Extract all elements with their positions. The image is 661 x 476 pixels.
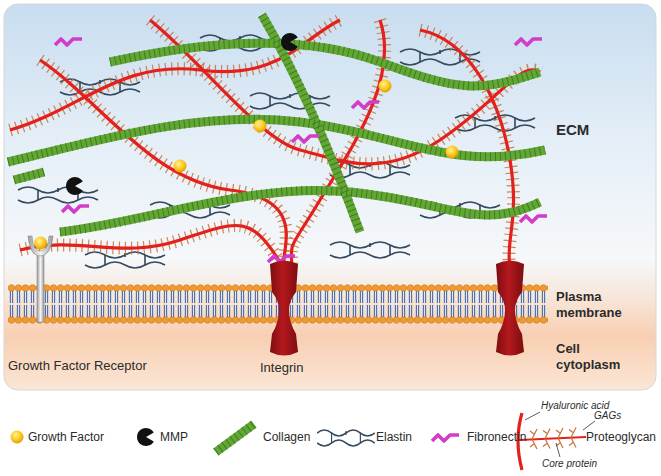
legend-label: Collagen — [263, 430, 310, 444]
annotation-label: GAGs — [594, 410, 621, 422]
part-label: Growth Factor Receptor — [8, 358, 147, 374]
legend-label: Elastin — [376, 430, 412, 444]
legend-label: Fibronectin — [467, 430, 526, 444]
annotation-label: Core protein — [542, 458, 597, 470]
part-label: Integrin — [260, 360, 303, 376]
region-label: Cell cytoplasm — [556, 341, 640, 372]
legend-label: Proteoglycan — [586, 430, 656, 444]
region-label: Plasma membrane — [556, 289, 640, 320]
legend-label: MMP — [160, 430, 188, 444]
legend-label: Growth Factor — [28, 430, 104, 444]
region-label: ECM — [556, 121, 646, 139]
